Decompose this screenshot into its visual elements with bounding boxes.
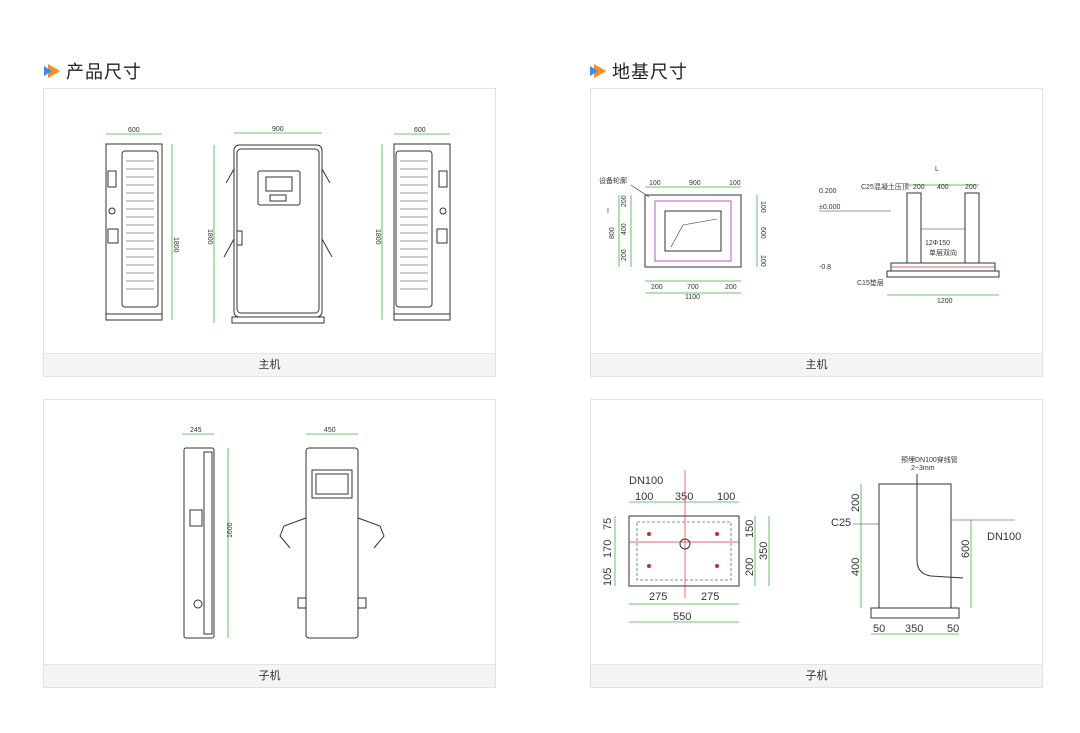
dim-bot-total: 1100 xyxy=(685,294,700,301)
section-title-foundation-text: 地基尺寸 xyxy=(612,62,688,83)
front-view: 900 1800 xyxy=(206,126,333,324)
card-foundation-sub[interactable]: DN100 100 350 100 75 170 105 150 xyxy=(590,399,1043,688)
side-view-left: 600 1800 xyxy=(105,127,179,321)
dim-bot-right: 200 xyxy=(725,284,737,291)
card-caption: 主机 xyxy=(591,353,1042,376)
card-foundation-main[interactable]: 设备轮廓 100 900 100 I 200 400 200 800 100 xyxy=(590,88,1043,377)
side-view-right: 600 1800 xyxy=(374,127,451,321)
label-lv2: ±0.000 xyxy=(819,204,840,211)
dim-sub-height: 1600 xyxy=(227,522,234,538)
label-rebar: 12Φ150 xyxy=(925,240,950,247)
dim-sec-a: 200 xyxy=(850,494,862,512)
dim-bot-a: 275 xyxy=(649,591,667,603)
dim-left-a: 75 xyxy=(602,518,614,530)
dim-right-a: 150 xyxy=(744,520,756,538)
dim-bot-mid: 700 xyxy=(687,284,699,291)
label-pipe: DN100 xyxy=(629,475,663,487)
dim-top-mid: 900 xyxy=(689,180,701,187)
card-product-main[interactable]: 600 1800 xyxy=(43,88,496,377)
label-pipe-note2: DN100 xyxy=(987,531,1021,543)
drawing-product-main: 600 1800 xyxy=(44,89,495,353)
section-title-product-text: 产品尺寸 xyxy=(66,62,142,83)
label-lv1: 0.200 xyxy=(819,188,837,195)
dim-left-c: 105 xyxy=(602,568,614,586)
dim-side-width: 600 xyxy=(128,127,140,134)
card-product-sub[interactable]: 245 1600 450 子机 xyxy=(43,399,496,688)
card-caption: 子机 xyxy=(591,664,1042,687)
label-c25: C25混凝土压顶 xyxy=(861,182,909,191)
title-arrow-icon xyxy=(44,64,60,78)
dim-right-b: 600 xyxy=(759,227,766,239)
title-arrow-icon xyxy=(590,64,606,78)
sub-front-view: 450 xyxy=(279,427,385,639)
dim-bot-left: 200 xyxy=(651,284,663,291)
label-c15: C15垫层 xyxy=(857,278,884,287)
dim-height-left: 1800 xyxy=(172,237,179,253)
label-outline: 设备轮廓 xyxy=(599,176,627,185)
dim-top-b: 350 xyxy=(675,491,693,503)
dim-top-left: 100 xyxy=(649,180,661,187)
dim-bot-b: 275 xyxy=(701,591,719,603)
dim-back-width: 600 xyxy=(414,127,426,134)
dim-sec-e: 350 xyxy=(905,623,923,635)
dim-sec-c: 600 xyxy=(960,540,972,558)
card-caption: 主机 xyxy=(44,353,495,376)
dim-top-a: 100 xyxy=(635,491,653,503)
dim-sec-a: 200 xyxy=(913,184,925,191)
dim-sec-b: 400 xyxy=(850,558,862,576)
sub-foundation-section: 预埋DN100穿线管 2~3mm C25 DN100 200 400 600 5… xyxy=(831,455,1021,635)
dim-left-b: 170 xyxy=(602,540,614,558)
dim-left-c: 200 xyxy=(621,249,628,261)
dim-sec-b: 400 xyxy=(937,184,949,191)
dim-sec-c: 200 xyxy=(965,184,977,191)
dim-top-c: 100 xyxy=(717,491,735,503)
label-rebar-note: 单层双向 xyxy=(929,248,957,257)
label-c25: C25 xyxy=(831,517,851,529)
dim-right-total: 350 xyxy=(758,542,770,560)
drawing-product-sub: 245 1600 450 xyxy=(44,400,495,664)
dim-left-total: 800 xyxy=(609,227,616,239)
dim-left-b: 400 xyxy=(621,223,628,235)
dim-sub-front-width: 450 xyxy=(324,427,336,434)
dim-front-width: 900 xyxy=(272,126,284,133)
dim-sec-total: 1200 xyxy=(937,298,953,305)
foundation-plan: 设备轮廓 100 900 100 I 200 400 200 800 100 xyxy=(599,176,766,301)
dim-sec-f: 50 xyxy=(947,623,959,635)
label-col-l: L xyxy=(935,166,939,173)
dim-right-c: 100 xyxy=(759,255,766,267)
section-title-foundation: 地基尺寸 xyxy=(590,58,688,84)
dim-top-right: 100 xyxy=(729,180,741,187)
label-gap: 2~3mm xyxy=(911,465,935,472)
dim-left-a: 200 xyxy=(621,195,628,207)
dim-right-b: 200 xyxy=(744,558,756,576)
foundation-section: L 200 400 200 0.200 C25混凝土压顶 ±0.000 12Φ1… xyxy=(819,166,1000,305)
label-lv3: -0.8 xyxy=(819,264,831,271)
drawing-foundation-sub: DN100 100 350 100 75 170 105 150 xyxy=(591,400,1042,664)
section-title-product: 产品尺寸 xyxy=(44,58,142,84)
sub-side-view: 245 1600 xyxy=(182,427,234,639)
dim-bot-total: 550 xyxy=(673,611,691,623)
drawing-foundation-main: 设备轮廓 100 900 100 I 200 400 200 800 100 xyxy=(591,89,1042,353)
label-pipe-note: 预埋DN100穿线管 xyxy=(901,455,958,464)
dim-right-a: 100 xyxy=(759,201,766,213)
label-section-mark: I xyxy=(607,208,609,215)
dim-sub-side-width: 245 xyxy=(190,427,202,434)
dim-height-front: 1800 xyxy=(206,229,213,245)
dim-sec-d: 50 xyxy=(873,623,885,635)
dim-height-back: 1800 xyxy=(374,229,381,245)
sub-foundation-plan: DN100 100 350 100 75 170 105 150 xyxy=(602,470,770,623)
card-caption: 子机 xyxy=(44,664,495,687)
